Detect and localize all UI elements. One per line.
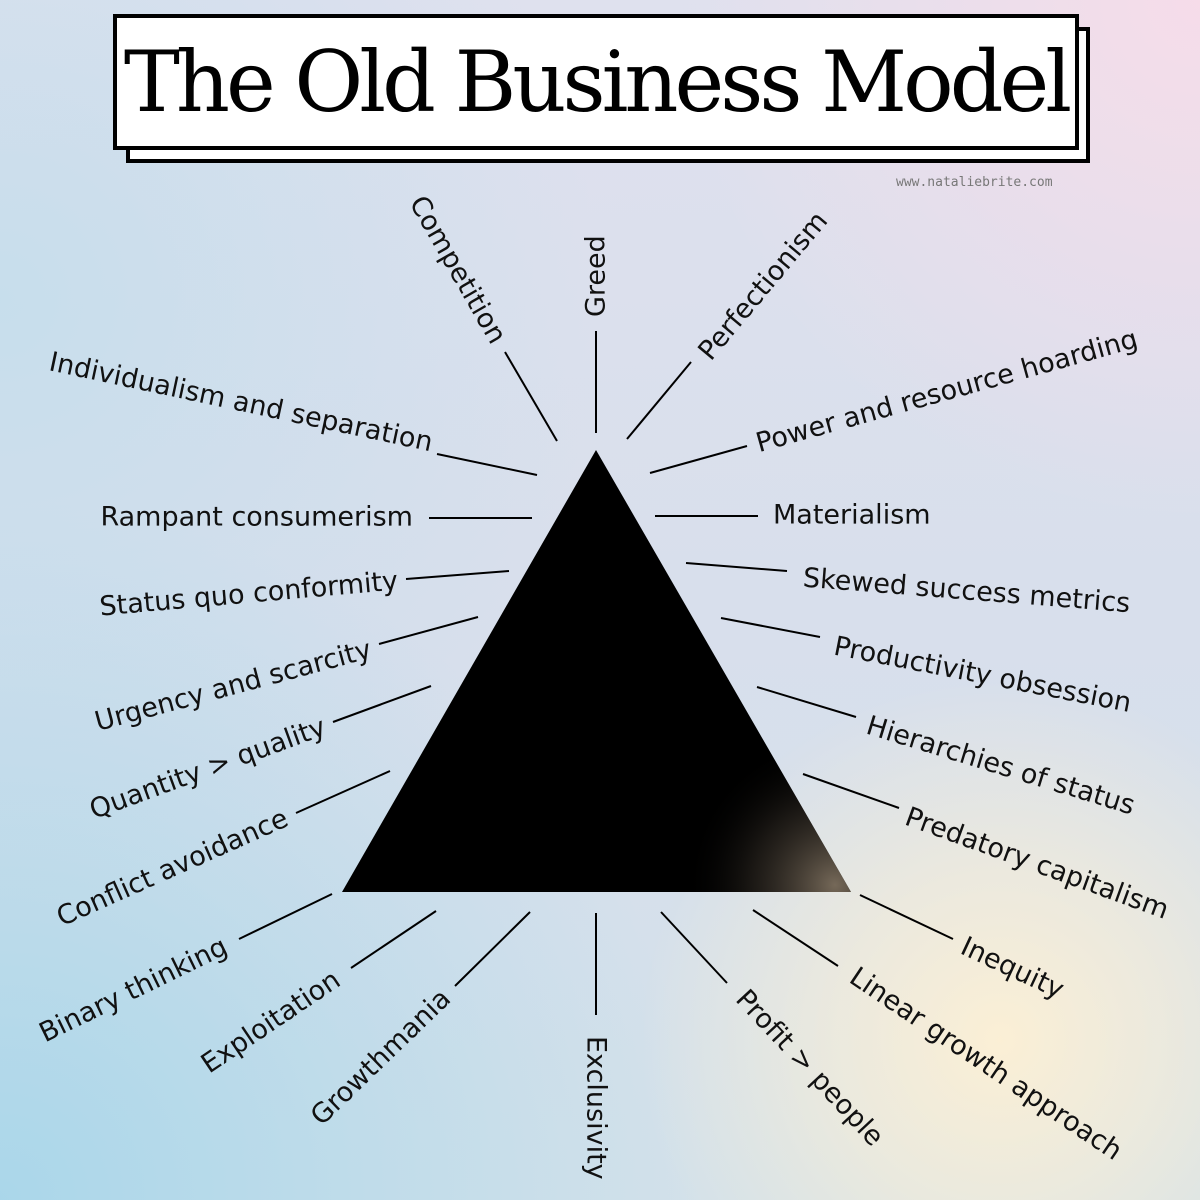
label-power-and-resource-hoarding: Power and resource hoarding (753, 324, 1142, 459)
label-individualism-and-separation: Individualism and separation (46, 347, 435, 459)
ray-line-predatory-capitalism (802, 773, 900, 809)
label-perfectionism: Perfectionism (692, 206, 834, 367)
label-inequity: Inequity (956, 931, 1069, 1006)
ray-line-linear-growth-approach (752, 909, 839, 967)
ray-line-individualism-and-separation (436, 453, 538, 476)
pyramid-glow (342, 450, 851, 892)
page-title: The Old Business Model (123, 33, 1072, 131)
label-exploitation: Exploitation (196, 964, 346, 1079)
label-profit-over-people: Profit > people (729, 984, 889, 1153)
ray-line-productivity-obsession (720, 617, 821, 638)
ray-line-perfectionism (626, 361, 692, 440)
label-skewed-success-metrics: Skewed success metrics (802, 563, 1131, 620)
label-urgency-and-scarcity: Urgency and scarcity (92, 634, 375, 738)
ray-line-skewed-success-metrics (685, 562, 788, 572)
label-linear-growth-approach: Linear growth approach (844, 961, 1128, 1166)
title-box: The Old Business Model (113, 14, 1079, 150)
label-materialism: Materialism (773, 500, 931, 531)
ray-lines (238, 331, 954, 1015)
label-hierarchies-of-status: Hierarchies of status (863, 710, 1139, 821)
label-exclusivity: Exclusivity (581, 1036, 612, 1180)
label-binary-thinking: Binary thinking (34, 931, 232, 1049)
ray-line-hierarchies-of-status (756, 686, 857, 718)
ray-line-competition (504, 351, 558, 442)
ray-line-conflict-avoidance (295, 770, 391, 814)
label-competition: Competition (403, 191, 512, 350)
label-status-quo-conformity: Status quo conformity (98, 566, 399, 623)
label-growthmania: Growthmania (305, 983, 457, 1132)
ray-line-inequity (859, 894, 954, 940)
website-credit: www.nataliebrite.com (896, 175, 1053, 190)
ray-line-exploitation (350, 910, 437, 969)
label-conflict-avoidance: Conflict avoidance (52, 803, 293, 933)
label-productivity-obsession: Productivity obsession (831, 631, 1134, 719)
ray-line-urgency-and-scarcity (378, 616, 479, 645)
ray-line-binary-thinking (238, 893, 333, 940)
ray-line-status-quo-conformity (405, 570, 510, 580)
ray-line-quantity-over-quality (332, 685, 432, 723)
ray-line-power-and-resource-hoarding (649, 445, 748, 474)
ray-line-profit-over-people (660, 911, 728, 984)
label-rampant-consumerism: Rampant consumerism (100, 502, 413, 533)
label-greed: Greed (581, 235, 612, 317)
ray-line-growthmania (454, 911, 531, 987)
label-predatory-capitalism: Predatory capitalism (901, 801, 1173, 925)
